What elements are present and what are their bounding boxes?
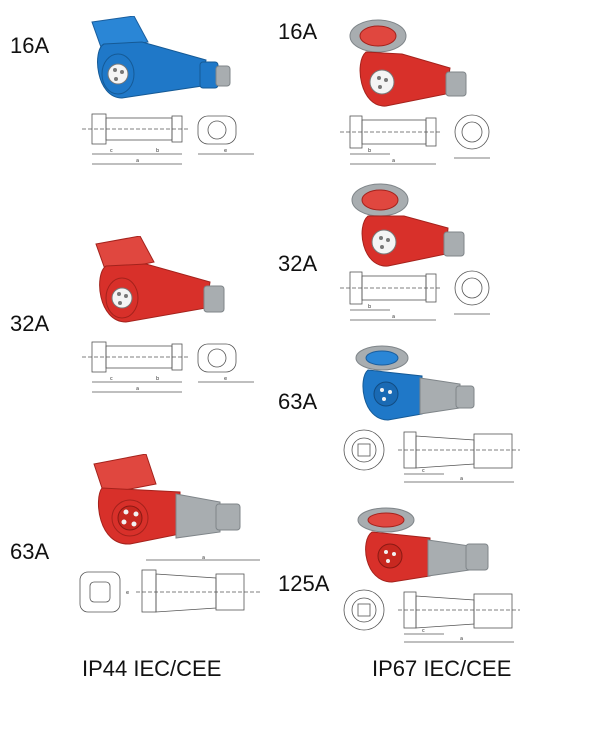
rating-label-125a-ip67: 125A: [278, 571, 330, 596]
svg-text:b: b: [156, 148, 159, 154]
rating-label-16a-ip67: 16A: [278, 19, 318, 44]
dimension-drawing-32a-ip44: c b a e: [78, 336, 268, 398]
svg-text:b: b: [156, 376, 159, 382]
rating-label-63a-ip44: 63A: [10, 539, 50, 564]
connector-image-125a-ip67: [352, 506, 492, 586]
svg-text:a: a: [460, 476, 463, 482]
rating-label-16a-ip44: 16A: [10, 33, 50, 58]
rating-label-32a-ip44: 32A: [10, 311, 50, 336]
svg-text:c: c: [110, 376, 113, 382]
dimension-drawing-16a-ip67: b a: [330, 110, 506, 172]
dimension-drawing-16a-ip44: c b a e: [78, 108, 268, 170]
connector-image-32a-ip67: [348, 182, 478, 270]
column-label-ip44: IP44 IEC/CEE: [82, 656, 222, 681]
svg-text:b: b: [368, 304, 371, 310]
svg-text:a: a: [202, 556, 205, 561]
connector-image-63a-ip44: [90, 454, 250, 546]
svg-text:a: a: [136, 158, 139, 164]
svg-text:a: a: [392, 314, 395, 320]
dimension-drawing-125a-ip67: c a: [334, 584, 524, 646]
connector-image-63a-ip67: [352, 344, 482, 424]
svg-text:e: e: [224, 148, 227, 154]
connector-image-16a-ip67: [346, 18, 476, 110]
svg-text:c: c: [422, 628, 425, 634]
connector-image-32a-ip44: [84, 236, 244, 328]
svg-text:a: a: [392, 158, 395, 164]
svg-text:e: e: [126, 590, 129, 596]
svg-text:c: c: [110, 148, 113, 154]
dimension-drawing-63a-ip67: c a: [334, 424, 524, 486]
rating-label-63a-ip67: 63A: [278, 389, 318, 414]
dimension-drawing-32a-ip67: b a: [330, 266, 506, 328]
connector-image-16a-ip44: [82, 16, 242, 106]
svg-text:e: e: [224, 376, 227, 382]
dimension-drawing-63a-ip44: a e: [76, 556, 266, 618]
rating-label-32a-ip67: 32A: [278, 251, 318, 276]
svg-text:c: c: [422, 468, 425, 474]
svg-text:a: a: [136, 386, 139, 392]
svg-text:b: b: [368, 148, 371, 154]
column-label-ip67: IP67 IEC/CEE: [372, 656, 512, 681]
svg-text:a: a: [460, 636, 463, 642]
